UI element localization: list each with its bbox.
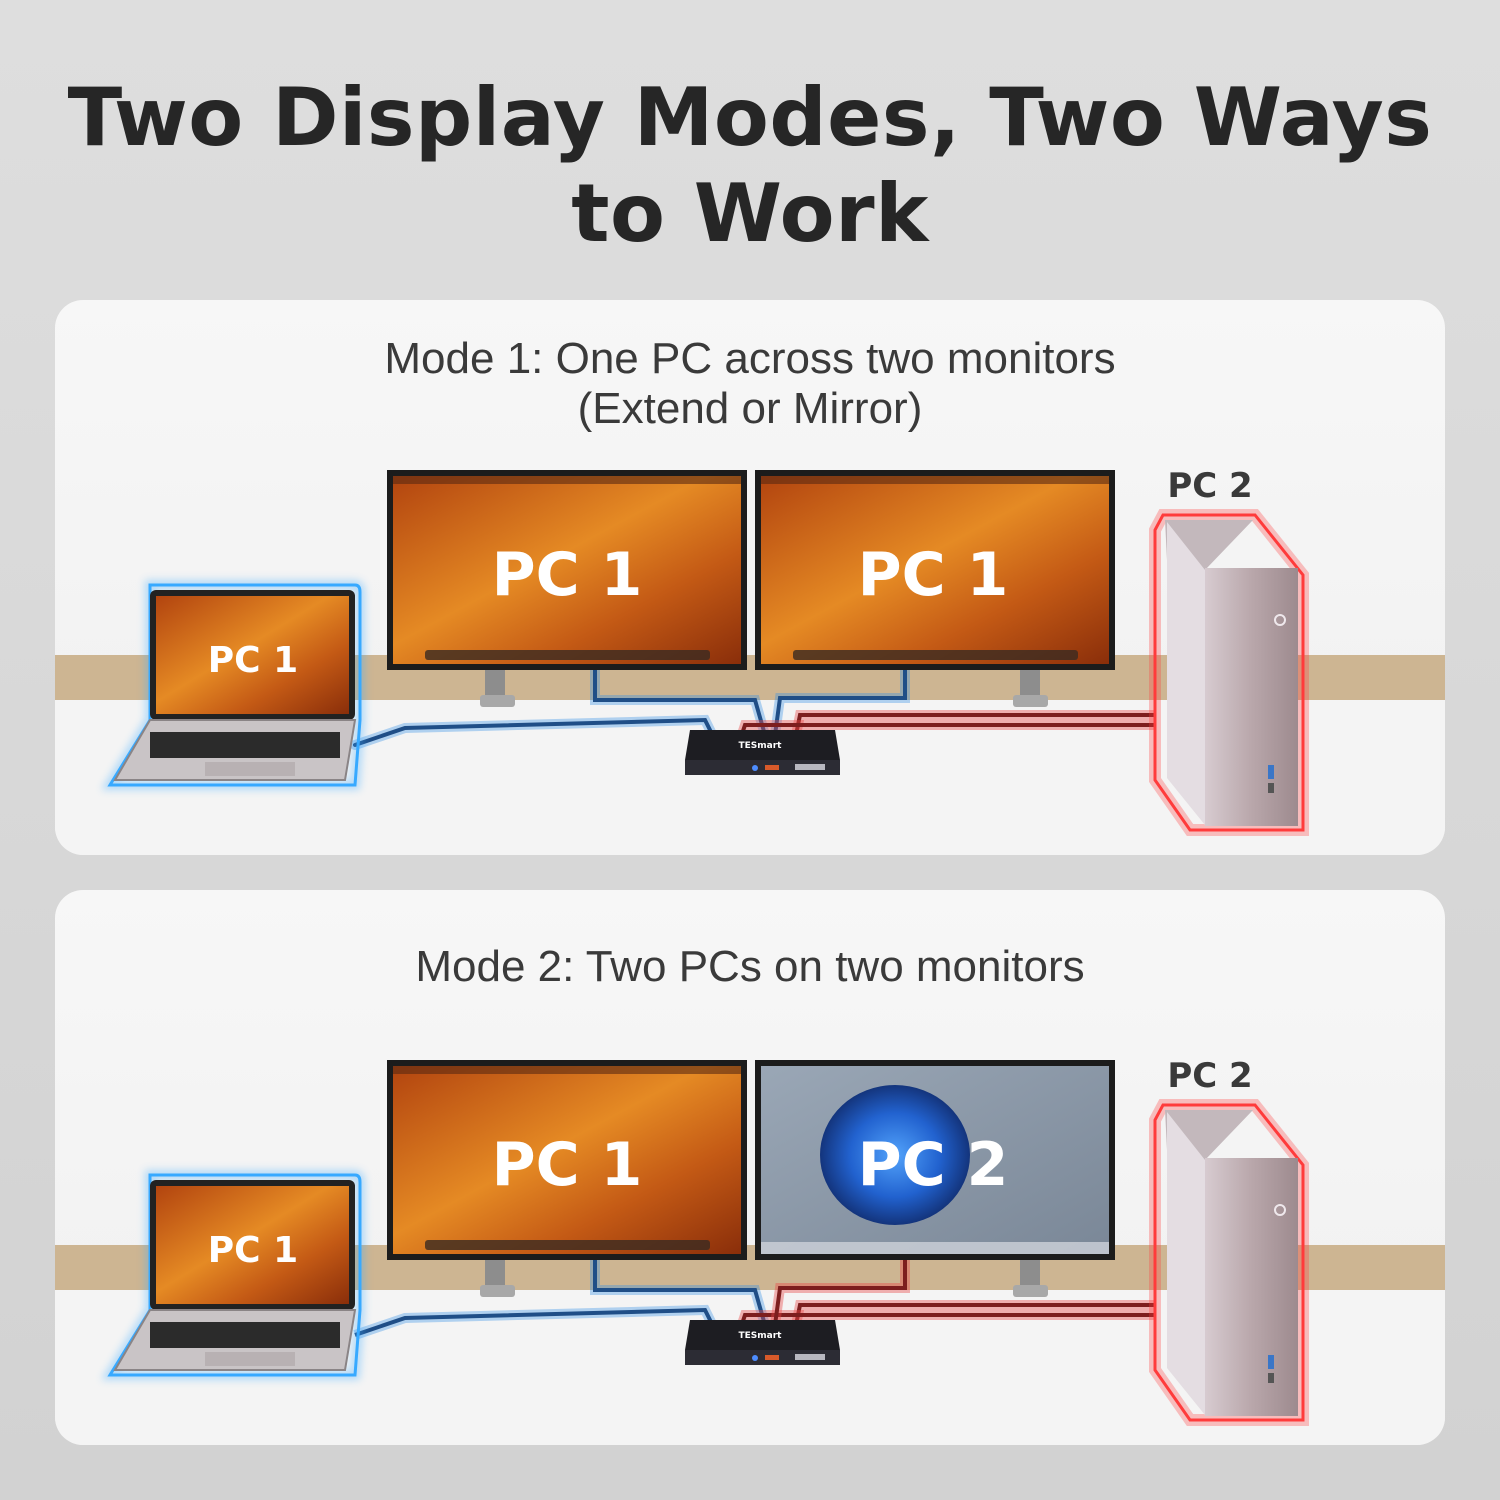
monitor-left-label: PC 1 — [492, 540, 643, 610]
laptop-icon: PC 1 — [101, 1170, 365, 1380]
mode-1-title: Mode 1: One PC across two monitors (Exte… — [55, 334, 1445, 434]
windows-bloom-wallpaper — [820, 1085, 970, 1225]
switch-brand: TESmart — [739, 741, 783, 751]
laptop-screen-label: PC 1 — [208, 640, 298, 681]
mode-1-title-text: Mode 1: One PC across two monitors — [384, 334, 1116, 383]
monitor-left: PC 1 — [387, 1060, 747, 1297]
headline: Two Display Modes, Two Ways to Work — [0, 70, 1500, 262]
tower-label: PC 2 — [1167, 1056, 1252, 1096]
switch-brand: TESmart — [739, 1331, 783, 1341]
laptop-icon: PC 1 — [101, 580, 365, 790]
monitor-right: PC 2 — [755, 1060, 1115, 1297]
mode-2-panel: PC 1 PC 1 PC 2 TESmart — [55, 890, 1445, 1445]
monitor-right-label: PC 2 — [858, 1130, 1009, 1200]
headline-line-1: Two Display Modes, Two Ways — [67, 71, 1433, 164]
mode-2-title-text: Mode 2: Two PCs on two monitors — [415, 942, 1085, 991]
monitor-left: PC 1 — [387, 470, 747, 707]
mode-1-scene: PC 1 PC 1 PC 1 — [55, 466, 1445, 855]
monitor-right-label: PC 1 — [858, 540, 1009, 610]
mode-2-scene: PC 1 PC 1 PC 2 TESmart — [55, 1056, 1445, 1445]
desktop-tower-icon — [1149, 509, 1309, 836]
mode-1-panel: PC 1 PC 1 PC 1 — [55, 300, 1445, 855]
monitor-left-label: PC 1 — [492, 1130, 643, 1200]
laptop-screen-label: PC 1 — [208, 1230, 298, 1271]
kvm-switch-icon: TESmart — [685, 730, 840, 775]
monitor-right: PC 1 — [755, 470, 1115, 707]
mode-2-title: Mode 2: Two PCs on two monitors — [55, 942, 1445, 992]
tower-label: PC 2 — [1167, 466, 1252, 506]
desktop-tower-icon — [1149, 1099, 1309, 1426]
headline-line-2: to Work — [571, 167, 929, 260]
kvm-switch-icon: TESmart — [685, 1320, 840, 1365]
mode-1-subtitle: (Extend or Mirror) — [577, 384, 923, 433]
